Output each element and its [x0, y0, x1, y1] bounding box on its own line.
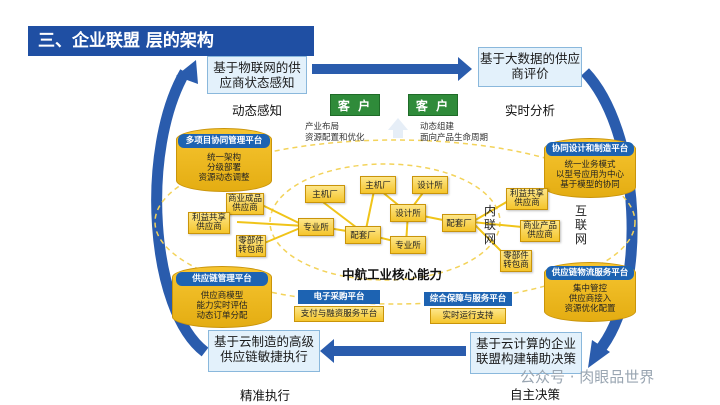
page-title: 三、企业联盟 层的架构 [28, 26, 314, 56]
arrow-right [580, 68, 638, 356]
arrow-left [151, 69, 209, 357]
corner-box-top-left: 基于物联网的供应商状态感知 [207, 56, 307, 94]
node-biz-supplier: 商业成品供应商 [226, 193, 264, 215]
note-line: 面向产品生命周期 [420, 133, 489, 143]
platform-collab-design-text: 统一业务模式 以型号应用为中心 基于模型的协同 [546, 160, 634, 190]
node-assembly-factory-1: 配套厂 [345, 226, 381, 244]
corner-box-bottom-right: 基于云计算的企业联盟构建辅助决策 [470, 332, 582, 374]
node-professional-institute-2: 专业所 [390, 236, 426, 254]
text-line: 以型号应用为中心 [555, 170, 624, 180]
customer-right-note: 动态组建 面向产品生命周期 [420, 122, 520, 144]
text-line: 统一架构 [206, 153, 241, 163]
text-line: 能力实时评估 [196, 301, 248, 311]
note-line: 动态组建 [420, 122, 455, 132]
text-line: 资源动态调整 [198, 173, 250, 183]
node-share-right: 利益共享供应商 [506, 188, 548, 210]
label-intranet: 内联网 [483, 204, 496, 246]
caption-realtime-analysis: 实时分析 [504, 103, 555, 118]
platform-collab-design-title: 协同设计和制造平台 [546, 142, 634, 156]
text-line: 集中管控 [572, 284, 607, 294]
text-line: 统一业务模式 [564, 160, 616, 170]
note-line: 产业布局 [305, 122, 340, 132]
text-line: 动态订单分配 [196, 311, 248, 321]
corner-box-bottom-left: 基于云制造的高级供应链敏捷执行 [208, 330, 320, 372]
node-professional-institute-1: 专业所 [298, 218, 334, 236]
platform-e-purchase-sub: 支付与融资服务平台 [294, 306, 384, 322]
node-parts-right: 零部件转包商 [500, 250, 532, 272]
label-internet: 互联网 [574, 204, 587, 246]
platform-support-sub: 实时运行支持 [430, 308, 506, 324]
node-biz-right: 商业产品供应商 [520, 220, 560, 242]
note-line: 资源配置和优化 [305, 133, 365, 143]
core-capability-label: 中航工业核心能力 [342, 267, 443, 282]
text-line: 供应商接入 [568, 294, 612, 304]
caption-dynamic-sensing: 动态感知 [231, 103, 282, 118]
platform-logistics-title: 供应链物流服务平台 [546, 266, 634, 280]
node-parts-left: 零部件转包商 [236, 235, 266, 257]
customer-box-left: 客 户 [330, 94, 380, 116]
platform-supply-chain-text: 供应商模型 能力实时评估 动态订单分配 [178, 291, 266, 321]
text-line: 供应商模型 [200, 291, 244, 301]
text-line: 分级部署 [206, 163, 241, 173]
watermark: 公众号 · 肉眼品世界 [520, 368, 655, 386]
node-design-institute-2: 设计所 [390, 204, 426, 222]
caption-autonomous-decision: 自主决策 [509, 387, 560, 402]
node-share-left: 利益共享供应商 [188, 212, 230, 234]
customer-left-note: 产业布局 资源配置和优化 [305, 122, 395, 144]
node-main-factory-1: 主机厂 [305, 185, 345, 203]
caption-precise-execution: 精准执行 [239, 388, 290, 403]
node-main-factory-2: 主机厂 [360, 176, 396, 194]
platform-logistics-text: 集中管控 供应商接入 资源优化配置 [546, 284, 634, 314]
platform-multi-project-title: 多项目协同管理平台 [178, 134, 270, 148]
node-design-institute-1: 设计所 [412, 176, 448, 194]
corner-box-top-right: 基于大数据的供应商评价 [478, 47, 582, 87]
text-line: 资源优化配置 [564, 304, 616, 314]
platform-multi-project-text: 统一架构 分级部署 资源动态调整 [180, 153, 268, 183]
platform-support-title: 综合保障与服务平台 [424, 292, 512, 306]
text-line: 基于模型的协同 [560, 180, 620, 190]
platform-supply-chain-title: 供应链管理平台 [176, 272, 268, 286]
customer-box-right: 客 户 [408, 94, 458, 116]
platform-e-purchase-title: 电子采购平台 [298, 290, 380, 304]
node-assembly-factory-2: 配套厂 [442, 214, 476, 232]
